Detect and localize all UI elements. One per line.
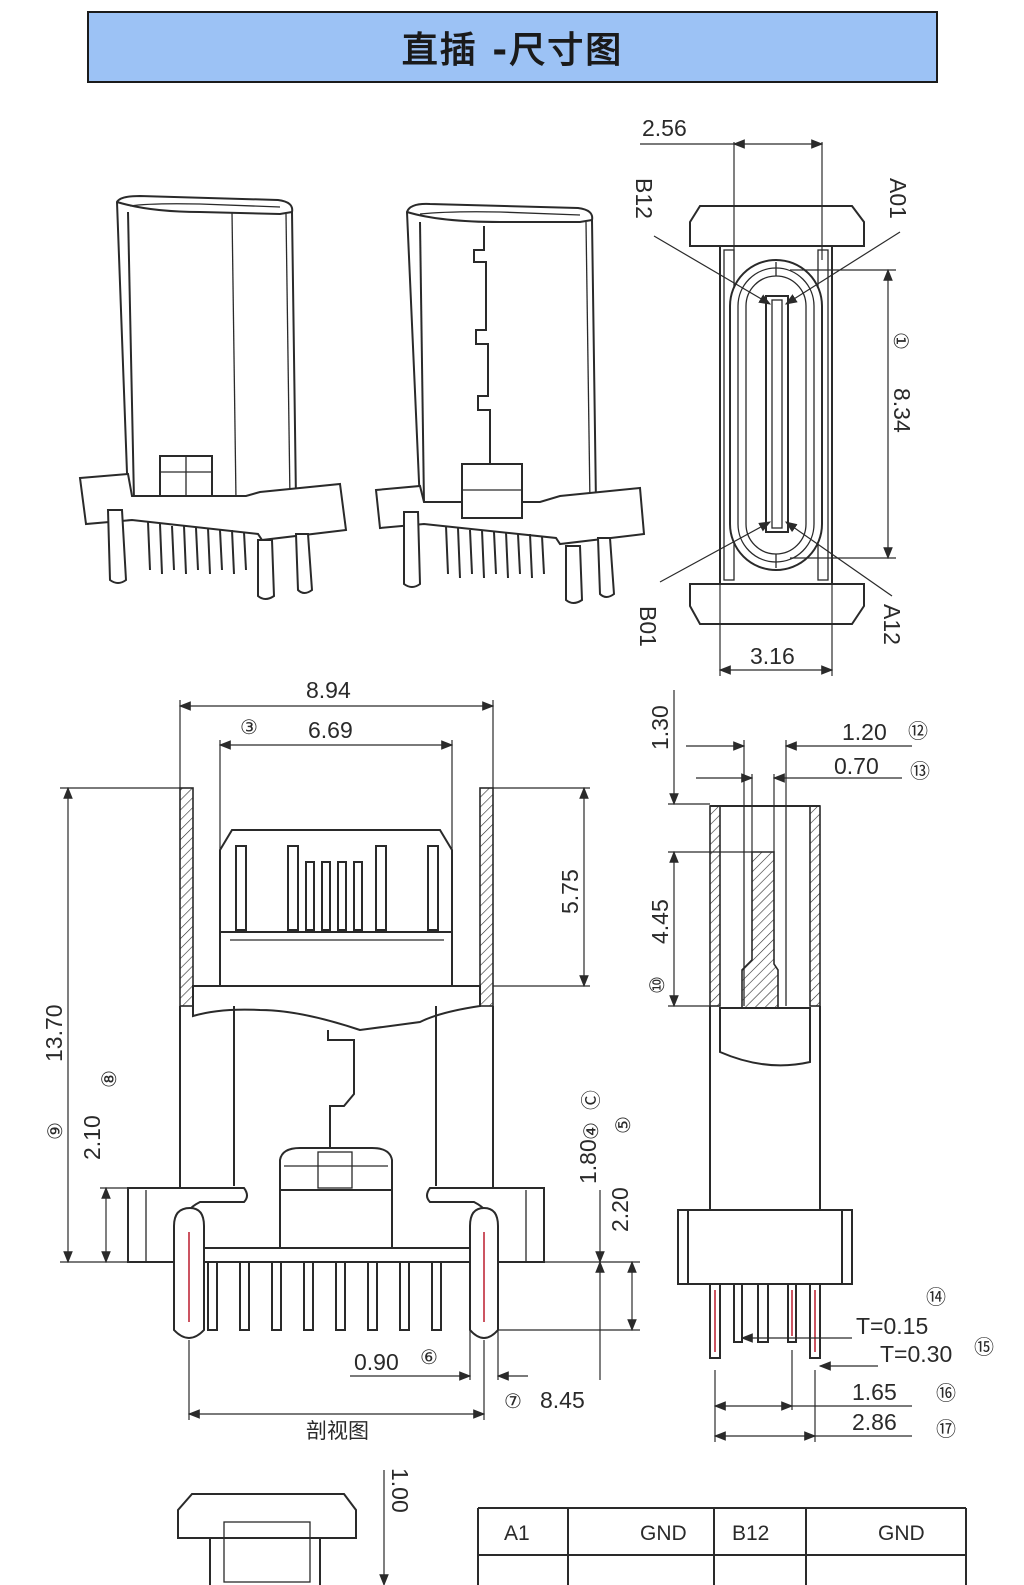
dim-flange: 2.10 [79,1115,105,1160]
dim-front-bottom: 3.16 [750,643,795,669]
callout-16: ⑯ [936,1381,956,1405]
dim-pin-a: 1.80 [575,1139,601,1184]
table-cell: GND [878,1522,925,1545]
dim-section-width: 8.94 [306,677,351,703]
isometric-view-right [374,202,646,604]
page-title: 直插 -尺寸图 [401,30,624,71]
bottom-view: 1.00 [177,1468,413,1585]
isometric-view-left [78,194,348,600]
callout-3: ③ [240,715,258,739]
dim-pitch-a: 1.65 [852,1379,897,1405]
dim-front-height: 8.34 [889,388,915,433]
dim-shell-height: 5.75 [557,869,583,914]
dim-side-a: 1.20 [842,719,887,745]
thickness-1: T=0.15 [856,1313,928,1339]
thickness-2: T=0.30 [880,1341,952,1367]
callout-10: ⑩ [645,976,669,994]
dim-pitch-b: 2.86 [852,1409,897,1435]
dim-pin-width: 0.90 [354,1349,399,1375]
title-bar: 直插 -尺寸图 [87,11,938,83]
dim-side-b: 0.70 [834,753,879,779]
table-cell: B12 [732,1522,769,1545]
table-cell: A1 [504,1522,530,1545]
dim-side-top: 1.30 [647,705,673,750]
dim-pin-span: 8.45 [540,1387,585,1413]
side-view: 1.30 1.20 ⑫ 0.70 ⑬ 4.45 ⑩ T=0.15 ⑭ T=0.3… [645,690,994,1442]
dim-section-inner: 6.69 [308,717,353,743]
dim-pin-b: 2.20 [607,1187,633,1232]
pin-label-b12: B12 [631,178,657,219]
callout-6: ⑥ [420,1345,438,1369]
pin-label-a01: A01 [885,178,911,219]
dim-bottom: 1.00 [387,1468,413,1513]
callout-5: ⑤ [611,1116,635,1134]
dim-side-depth: 4.45 [647,899,673,944]
callout-15: ⑮ [974,1335,994,1359]
pin-label-a12: A12 [879,604,905,645]
front-view: 2.56 3.16 8.34 ① B12 A01 B01 A12 [631,115,915,676]
callout-8: ⑧ [97,1070,121,1088]
table-cell: GND [640,1522,687,1545]
dim-total-height: 13.70 [41,1004,67,1062]
callout-12: ⑫ [908,719,928,743]
section-view: 8.94 6.69 ③ 5.75 13.70 ⑨ 2.10 ⑧ 1.80 2.2… [41,677,640,1443]
section-caption: 剖视图 [306,1419,369,1443]
callout-17: ⑰ [936,1417,956,1441]
callout-c: Ⓒ [579,1090,603,1110]
callout-7: ⑦ [504,1389,522,1413]
callout-1: ① [889,332,913,350]
callout-9: ⑨ [43,1122,67,1140]
callout-4: ④ [579,1122,603,1140]
pin-label-b01: B01 [635,606,661,647]
pin-table: A1 GND B12 GND [477,1507,967,1585]
dim-front-top: 2.56 [642,115,687,141]
callout-14: ⑭ [926,1285,946,1309]
callout-13: ⑬ [910,759,930,783]
